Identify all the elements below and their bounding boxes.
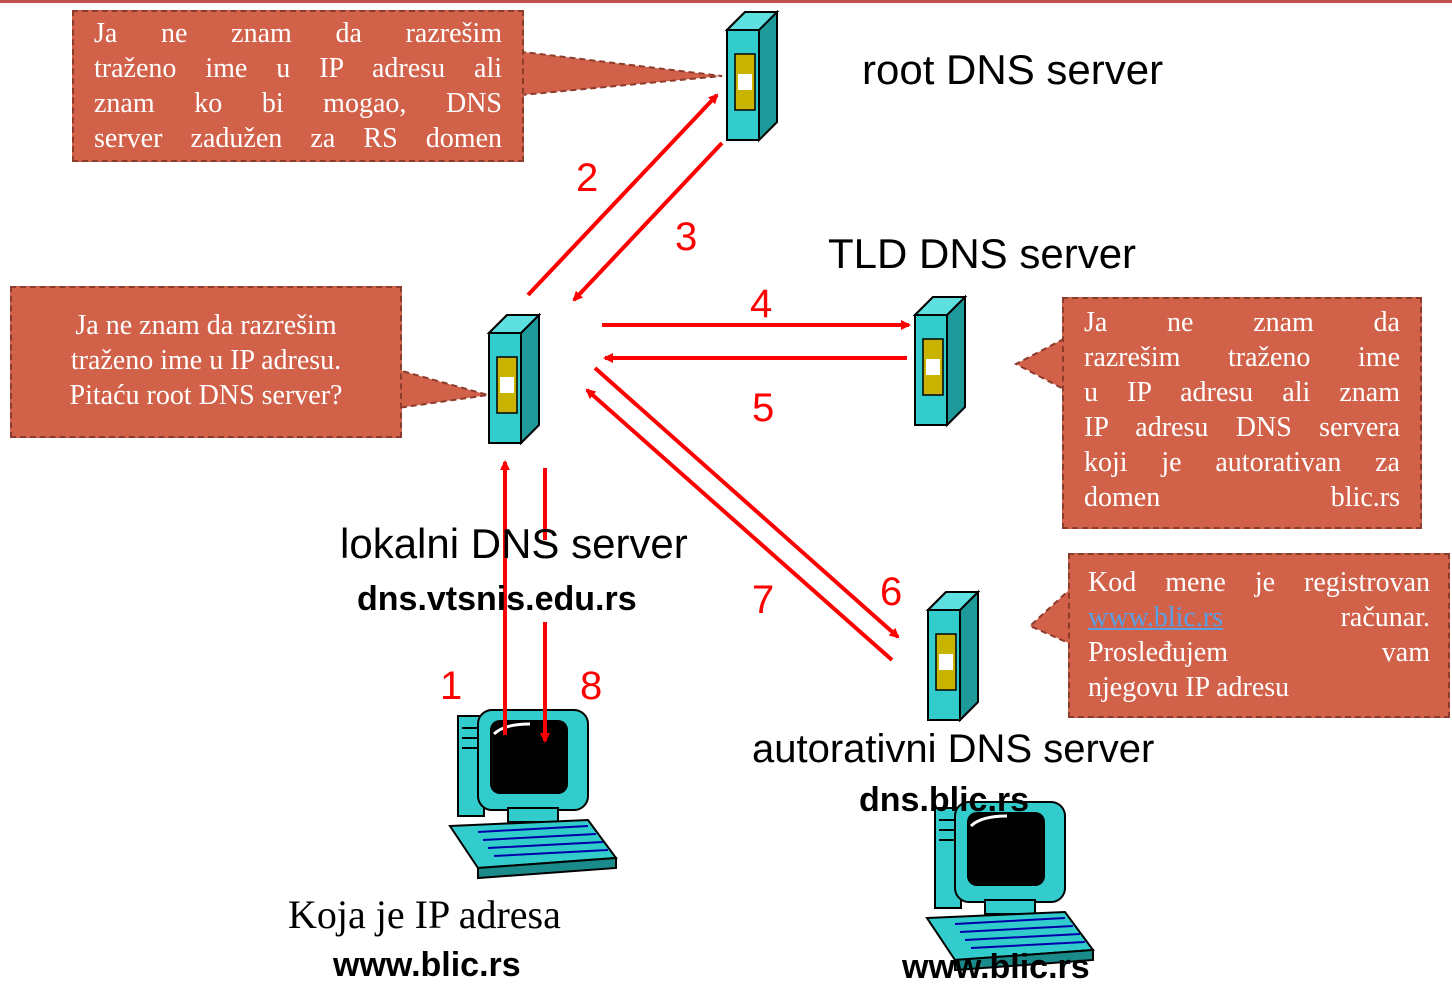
step-7-label: 7 bbox=[752, 578, 775, 622]
arrow-6 bbox=[593, 366, 900, 639]
step-4-label: 4 bbox=[750, 282, 773, 326]
tld-callout-line: domen blic.rs bbox=[1084, 482, 1400, 513]
step-5-label: 5 bbox=[752, 386, 775, 430]
client-question: Koja je IP adresa bbox=[288, 892, 561, 937]
local-server-icon bbox=[488, 314, 540, 444]
tld-callout: Ja ne znam da razrešim traženo ime u IP … bbox=[1062, 297, 1422, 529]
arrow-2 bbox=[526, 93, 719, 297]
local-server-hostname: dns.vtsnis.edu.rs bbox=[357, 580, 637, 618]
tld-callout-line: razrešim traženo ime bbox=[1084, 342, 1400, 373]
auth-callout-line: Kod mene je registrovan bbox=[1088, 567, 1430, 598]
tld-callout-pointer bbox=[1013, 332, 1074, 396]
tld-server-label: TLD DNS server bbox=[828, 230, 1137, 277]
tld-callout-line: u IP adresu ali znam bbox=[1084, 377, 1400, 408]
auth-server-icon bbox=[927, 591, 979, 721]
local-callout-line: Ja ne znam da razrešim bbox=[75, 310, 337, 341]
auth-callout-line: njegovu IP adresu bbox=[1088, 672, 1290, 703]
root-server-label: root DNS server bbox=[862, 46, 1164, 93]
root-callout-line: server zadužen za RS domen bbox=[94, 123, 502, 154]
web-server-computer-icon bbox=[925, 800, 1095, 972]
step-6-label: 6 bbox=[880, 570, 903, 614]
root-callout: Ja ne znam da razrešim traženo ime u IP … bbox=[72, 10, 524, 162]
local-server-label: lokalni DNS server bbox=[340, 520, 688, 567]
step-8-label: 8 bbox=[580, 664, 603, 708]
top-border-line bbox=[0, 0, 1452, 3]
root-server-icon bbox=[726, 11, 778, 141]
blic-link[interactable]: www.blic.rs bbox=[1088, 602, 1224, 633]
tld-server-icon bbox=[914, 296, 966, 426]
client-computer-icon bbox=[448, 708, 618, 880]
auth-callout: Kod mene je registrovan www.blic.rs raču… bbox=[1068, 553, 1450, 718]
local-callout-line: Pitaću root DNS server? bbox=[69, 380, 343, 411]
step-2-label: 2 bbox=[576, 156, 599, 200]
step-3-label: 3 bbox=[675, 215, 698, 259]
auth-callout-word: računar. bbox=[1340, 602, 1430, 633]
target-hostname: www.blic.rs bbox=[902, 948, 1090, 986]
auth-callout-pointer bbox=[1028, 577, 1081, 650]
arrow-7 bbox=[585, 388, 894, 662]
auth-callout-line: Prosleđujem vam bbox=[1088, 637, 1430, 668]
client-hostname: www.blic.rs bbox=[333, 946, 521, 984]
auth-callout-line-2: www.blic.rs računar. bbox=[1088, 600, 1430, 635]
tld-callout-line: IP adresu DNS servera bbox=[1084, 412, 1400, 443]
tld-callout-line: koji je autorativan za bbox=[1084, 447, 1400, 478]
local-callout: Ja ne znam da razrešim traženo ime u IP … bbox=[10, 286, 402, 438]
step-1-label: 1 bbox=[440, 664, 463, 708]
root-callout-pointer bbox=[489, 46, 723, 100]
root-callout-line: Ja ne znam da razrešim bbox=[94, 18, 502, 49]
auth-server-hostname: dns.blic.rs bbox=[859, 781, 1030, 819]
arrow-3 bbox=[572, 141, 724, 302]
root-callout-line: traženo ime u IP adresu ali bbox=[94, 53, 502, 84]
tld-callout-line: Ja ne znam da bbox=[1084, 307, 1400, 338]
root-callout-line: znam ko bi mogao, DNS bbox=[94, 88, 502, 119]
auth-server-label: autorativni DNS server bbox=[752, 727, 1155, 771]
local-callout-line: traženo ime u IP adresu. bbox=[70, 345, 342, 376]
